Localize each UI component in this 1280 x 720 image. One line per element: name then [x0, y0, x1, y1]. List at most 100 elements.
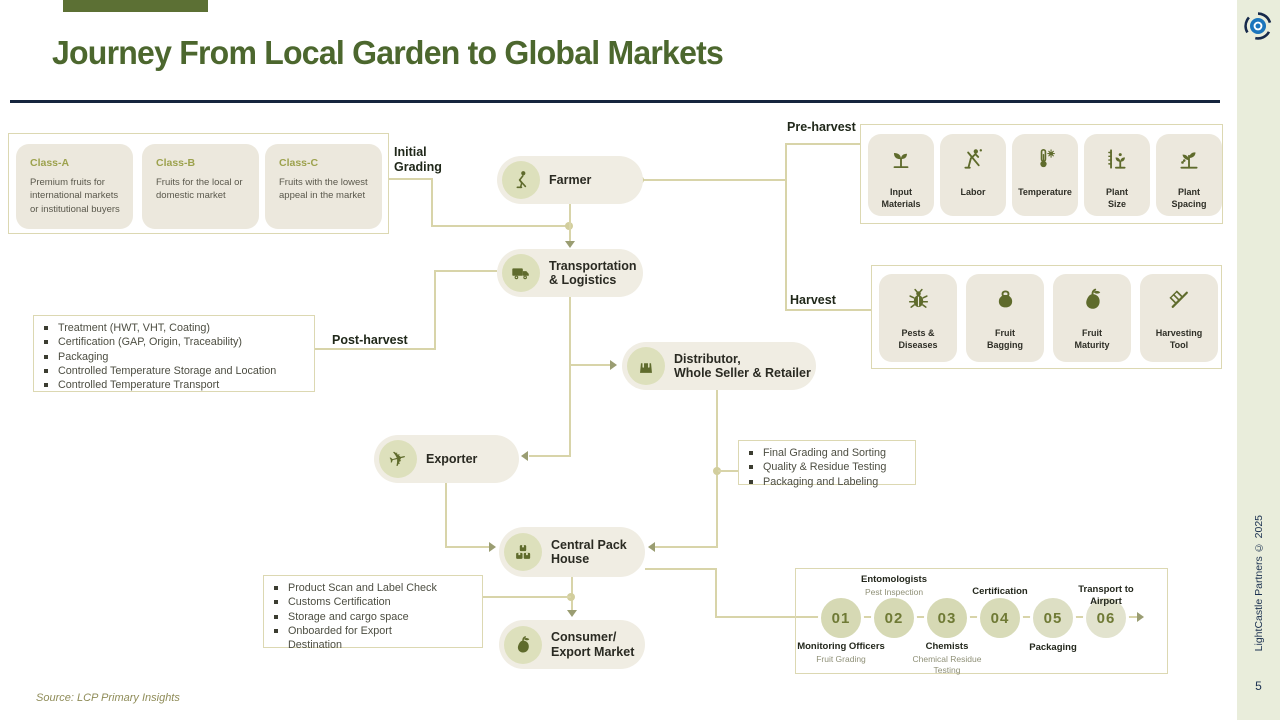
process-step-02: 02 — [871, 595, 917, 641]
bullet-item: Storage and cargo space — [270, 610, 474, 624]
connector — [445, 483, 447, 548]
bullet-square — [44, 326, 48, 330]
class-c-title: Class-C — [279, 157, 319, 169]
class-a-card: Class-A Premium fruits for international… — [16, 144, 133, 229]
harvest-card: Pests & Diseases — [879, 274, 957, 362]
export-bullet-box: Product Scan and Label Check Customs Cer… — [263, 575, 483, 651]
step-subtitle: Pest Inspection — [864, 586, 924, 597]
bullet-text: Customs Certification — [288, 596, 391, 609]
bullet-square — [274, 629, 278, 634]
bullet-text: Onboarded for Export Destination — [288, 625, 392, 652]
connector — [431, 178, 433, 227]
bullet-item: Controlled Temperature Transport — [40, 378, 306, 392]
step-number: 06 — [1096, 609, 1116, 627]
pitchfork-icon — [1166, 286, 1193, 318]
card-label: Plant Spacing — [1171, 187, 1207, 209]
bug-icon — [905, 286, 932, 318]
arrow-right-icon — [489, 542, 496, 552]
pre-harvest-label: Pre-harvest — [787, 120, 856, 134]
page-title: Journey From Local Garden to Global Mark… — [52, 34, 724, 71]
card-label: Labor — [960, 187, 986, 197]
step-title: Certification — [972, 586, 1028, 597]
connector — [641, 179, 787, 181]
connector — [715, 568, 717, 618]
arrow-down-icon — [565, 241, 575, 248]
step-number: 03 — [937, 609, 957, 627]
bullet-square — [749, 465, 753, 470]
class-b-title: Class-B — [156, 157, 196, 169]
initial-grading-label: Initial Grading — [394, 145, 442, 174]
bullet-text: Packaging and Labeling — [763, 475, 879, 488]
bullet-text: Quality & Residue Testing — [763, 461, 887, 474]
step-number: 04 — [990, 609, 1010, 627]
bullet-text: Product Scan and Label Check — [288, 582, 437, 594]
post-harvest-bullet-box: Treatment (HWT, VHT, Coating) Certificat… — [33, 315, 315, 392]
node-distributor: Distributor, Whole Seller & Retailer — [622, 342, 816, 390]
process-step-04: 04 — [977, 595, 1023, 641]
bullet-square — [44, 354, 48, 359]
bullet-square — [274, 586, 278, 590]
connector — [569, 296, 571, 366]
card-label: Harvesting Tool — [1155, 328, 1203, 350]
node-exporter: ✈ Exporter — [374, 435, 519, 483]
connector — [529, 455, 571, 457]
connector — [715, 616, 795, 618]
process-label-06: Transport to Airport — [1051, 572, 1161, 620]
bullet-item: Packaging and Labeling — [745, 475, 907, 489]
bullet-item: Final Grading and Sorting — [745, 446, 907, 460]
node-farmer: Farmer — [497, 156, 643, 204]
step-title: Packaging — [1029, 642, 1077, 653]
pre-harvest-card: Plant Spacing — [1156, 134, 1222, 216]
seedling-icon — [888, 146, 914, 177]
shopping-bag-icon — [627, 347, 665, 385]
node-consumer-export-market-label: Consumer/ Export Market — [551, 630, 635, 659]
card-label: Plant Size — [1105, 187, 1128, 209]
plant-size-icon — [1104, 146, 1130, 177]
credit-vertical-text: LightCastle Partners © 2025 — [1252, 514, 1265, 652]
step-subtitle: Fruit Grading — [816, 653, 866, 664]
step-title: Transport to Airport — [1078, 583, 1134, 607]
arrow-left-icon — [648, 542, 655, 552]
bullet-text: Storage and cargo space — [288, 610, 409, 623]
connector — [569, 204, 571, 242]
bullet-square — [44, 340, 48, 345]
node-transportation-label: Transportation & Logistics — [549, 258, 637, 287]
mango-icon — [504, 625, 542, 664]
step-number: 01 — [831, 609, 851, 627]
pre-harvest-card: Labor — [940, 134, 1006, 216]
package-icon — [504, 533, 542, 571]
harvest-card: Harvesting Tool — [1140, 274, 1218, 362]
bullet-item: Treatment (HWT, VHT, Coating) — [40, 321, 306, 335]
bullet-item: Controlled Temperature Storage and Locat… — [40, 364, 306, 378]
harvest-card: Fruit Maturity — [1053, 274, 1131, 362]
process-step-03: 03 — [924, 595, 970, 641]
process-label-05: Packaging — [998, 642, 1108, 654]
node-central-pack-house: Central Pack House — [499, 527, 645, 577]
connector — [389, 178, 433, 180]
plant-spacing-icon — [1176, 146, 1202, 177]
bullet-text: Packaging — [58, 350, 109, 363]
harvest-box: Pests & Diseases Fruit Bagging Fruit Mat… — [871, 265, 1222, 369]
connector — [447, 546, 489, 548]
connector-dot — [567, 593, 575, 601]
bullet-text: Controlled Temperature Transport — [58, 379, 220, 392]
bullet-square — [44, 383, 48, 388]
mango-icon — [1079, 286, 1106, 318]
harvest-label: Harvest — [790, 293, 836, 307]
sack-icon — [992, 286, 1019, 318]
connector — [785, 143, 787, 311]
step-title: Chemists — [925, 641, 969, 652]
worker-icon — [960, 146, 986, 177]
process-label-03: Chemists Chemical Residue Testing — [892, 641, 1002, 675]
process-label-02: Entomologists Pest Inspection — [839, 574, 949, 598]
pre-harvest-card: Plant Size — [1084, 134, 1150, 216]
bullet-item: Product Scan and Label Check — [270, 581, 474, 595]
arrow-right-icon — [1137, 612, 1144, 622]
card-label: Input Materials — [881, 187, 921, 209]
post-harvest-label: Post-harvest — [332, 333, 408, 347]
connector — [431, 225, 569, 227]
card-label: Pests & Diseases — [898, 328, 938, 350]
arrow-down-icon — [567, 610, 577, 617]
connector — [655, 546, 717, 548]
step-number: 05 — [1043, 609, 1063, 627]
